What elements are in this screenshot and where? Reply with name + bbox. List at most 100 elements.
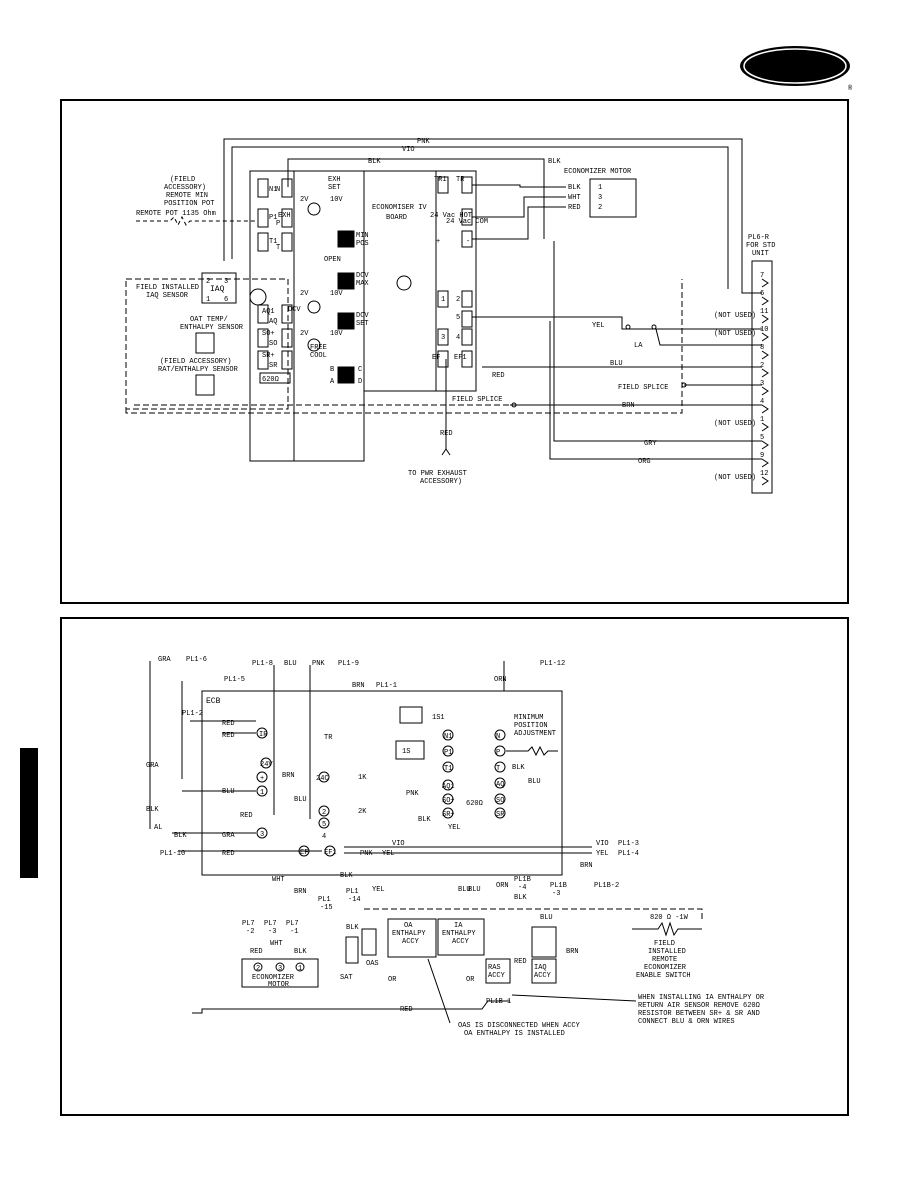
iaq-title-1: FIELD INSTALLED xyxy=(136,284,199,292)
rw-brn: BRN xyxy=(580,862,593,870)
not-used-label: (NOT USED) xyxy=(714,330,756,338)
iaq-pin-6: 6 xyxy=(224,296,228,304)
ctl-1k: 1K xyxy=(358,774,367,782)
wire-red-ex: RED xyxy=(440,430,453,438)
pot-a: A xyxy=(330,378,335,386)
node-1s1: 1S1 xyxy=(432,714,445,722)
mt-econ: ECONOMIZER xyxy=(252,974,295,982)
node-24v: 24V xyxy=(260,761,273,769)
wire-blu: BLU xyxy=(610,360,623,368)
pot-dcv-label: DCV xyxy=(288,306,301,314)
ctl-2k: 2K xyxy=(358,808,367,816)
lw-pl1-10: PL1-10 xyxy=(160,850,185,858)
motor-title: ECONOMIZER MOTOR xyxy=(564,168,632,176)
ecb-label: ECB xyxy=(206,697,221,706)
resistor-620: 620Ω xyxy=(262,376,279,384)
s-blu: BLU xyxy=(468,886,481,894)
mt-pin-2: 2 xyxy=(256,965,260,973)
motor-pin-2: 2 xyxy=(598,204,602,212)
motor-wire-blk: BLK xyxy=(568,184,581,192)
rat-2: RAT/ENTHALPY SENSOR xyxy=(158,366,239,374)
registered-mark: ® xyxy=(848,84,853,92)
term-aq: AQ xyxy=(269,318,277,326)
lw-gra: GRA xyxy=(222,832,235,840)
s-or: OR xyxy=(388,976,397,984)
field-splice-2: FIELD SPLICE xyxy=(452,396,502,404)
exhaust-2: ACCESSORY) xyxy=(420,478,462,486)
rw-pl1b-2: PL1B-2 xyxy=(594,882,619,890)
iaq-box: IAQ xyxy=(210,285,225,294)
motor-wire-red: RED xyxy=(568,204,581,212)
s-14: -14 xyxy=(348,896,361,904)
plug-pin-10: 10 xyxy=(760,326,768,334)
plug-pin-mark xyxy=(761,278,769,288)
exhaust-1: TO PWR EXHAUST xyxy=(408,470,467,478)
mt-red: RED xyxy=(250,948,263,956)
plug-pin-mark xyxy=(761,368,769,378)
term-24v-com: 24 Vac COM xyxy=(446,218,488,226)
pot-2v-c: 2V xyxy=(300,330,309,338)
s-15: -15 xyxy=(320,904,333,912)
pot-free: FREE xyxy=(310,344,327,352)
s-red-bottom: RED xyxy=(400,1006,413,1014)
pot-d: D xyxy=(358,378,362,386)
motor-pin-1: 1 xyxy=(598,184,602,192)
rw-pl1b: PL1B xyxy=(514,876,531,884)
mt-motor: MOTOR xyxy=(268,981,290,989)
pot-max: MAX xyxy=(356,280,369,288)
ctl-blu-2: BLU xyxy=(458,886,471,894)
lbl-pl1-2: PL1-2 xyxy=(182,710,203,718)
plug-pin-mark xyxy=(761,440,769,450)
rw-brn-2: BRN xyxy=(566,948,579,956)
node-t: T xyxy=(496,765,500,773)
mt-blk: BLK xyxy=(294,948,307,956)
mt-pl7-3: PL7 xyxy=(264,920,277,928)
ctl-yel: YEL xyxy=(448,824,461,832)
board-title-2: BOARD xyxy=(386,214,407,222)
s-orn: ORN xyxy=(496,882,509,890)
mt-pin-1: 1 xyxy=(298,965,302,973)
sw-820: 820 Ω -1W xyxy=(650,914,689,922)
sw-enable: ENABLE SWITCH xyxy=(636,972,691,980)
plug-pin-mark xyxy=(761,422,769,432)
lbl-pl1-9: PL1-9 xyxy=(338,660,359,668)
lw-red-4: RED xyxy=(240,812,253,820)
carrier-logo: Carrier ® xyxy=(738,44,856,93)
bottom-diagram-svg: GRA PL1-6 PL1-5 PL1-8 BLU PNK PL1-9 BRN … xyxy=(146,656,765,1038)
plug-pin-4: 4 xyxy=(760,398,764,406)
note1-1: OAS IS DISCONNECTED WHEN ACCY xyxy=(458,1022,581,1030)
lbl-pl1-1: PL1-1 xyxy=(376,682,397,690)
s-iaq-accy: ACCY xyxy=(534,972,552,980)
node-24c: 24C xyxy=(316,775,329,783)
s-pnk: PNK xyxy=(360,850,373,858)
wire-pnk: PNK xyxy=(417,138,430,146)
ctl-vio: VIO xyxy=(392,840,405,848)
side-tab xyxy=(20,748,38,878)
term-n: N xyxy=(276,186,280,194)
pot-open: OPEN xyxy=(324,256,341,264)
term-so-plus: SO+ xyxy=(262,330,275,338)
not-used-label: (NOT USED) xyxy=(714,474,756,482)
wire-la: LA xyxy=(634,342,643,350)
term-ef1: EF1 xyxy=(454,354,467,362)
pot-set-2: SET xyxy=(356,320,369,328)
minpos-3: ADJUSTMENT xyxy=(514,730,556,738)
sw-remote: REMOTE xyxy=(652,956,677,964)
term-5: 5 xyxy=(456,314,460,322)
ctl-pnk: PNK xyxy=(406,790,419,798)
term-t: T xyxy=(276,244,280,252)
brand-name: Carrier xyxy=(780,69,809,77)
lw-red-2: RED xyxy=(222,732,235,740)
node-t1: T1 xyxy=(444,765,452,773)
term-tr1: TR1 xyxy=(434,176,447,184)
s-blk: BLK xyxy=(340,872,353,880)
lw-brn-2: BRN xyxy=(294,888,307,896)
lbl-pl1-12: PL1-12 xyxy=(540,660,565,668)
wire-brn: BRN xyxy=(622,402,635,410)
lw-blu-2: BLU xyxy=(294,796,307,804)
plug-pin-mark xyxy=(761,314,769,324)
top-diagram-svg: PNK VIO BLK BLK (FIELD ACCESSORY) REMOTE… xyxy=(125,138,775,494)
plug-pin-1: 1 xyxy=(760,416,764,424)
ctl-blu: BLU xyxy=(528,778,541,786)
term-sr: SR xyxy=(269,362,278,370)
